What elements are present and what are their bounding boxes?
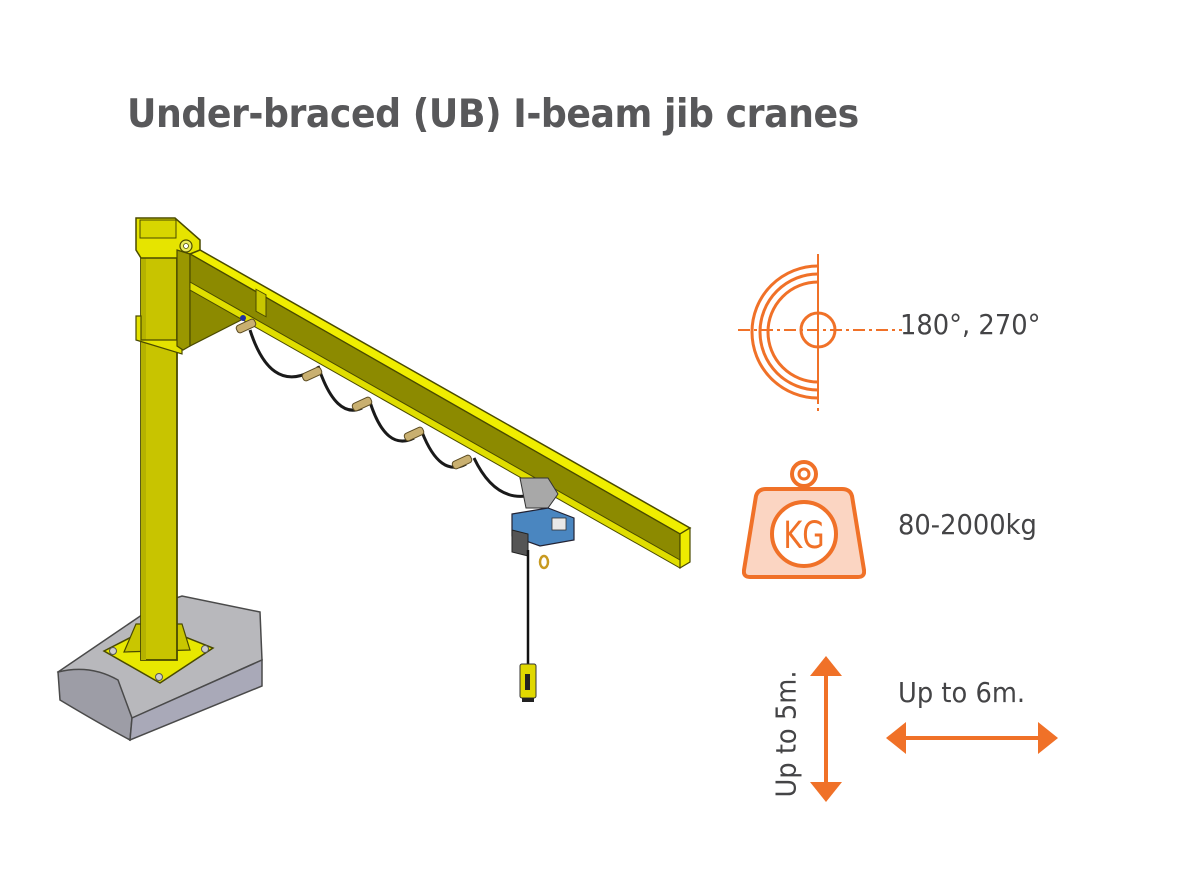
vertical-double-arrow-icon	[810, 656, 842, 802]
rotation-label: 180°, 270°	[900, 308, 1041, 341]
pillar	[135, 217, 201, 661]
jib-crane-illustration	[56, 217, 692, 742]
page-title: Under-braced (UB) I-beam jib cranes	[127, 92, 859, 137]
kg-weight-icon: KG	[742, 460, 866, 579]
electric-hoist	[511, 477, 575, 702]
kg-icon-text: KG	[783, 513, 824, 556]
horizontal-double-arrow-icon	[886, 722, 1058, 754]
jib-arm	[188, 249, 692, 570]
rotation-angle-icon	[738, 254, 902, 412]
capacity-label: 80-2000kg	[898, 508, 1037, 541]
cable-trolleys	[235, 315, 473, 470]
arm-bracket	[176, 249, 191, 351]
length-label: Up to 6m.	[898, 676, 1026, 709]
height-label: Up to 5m.	[769, 670, 803, 798]
